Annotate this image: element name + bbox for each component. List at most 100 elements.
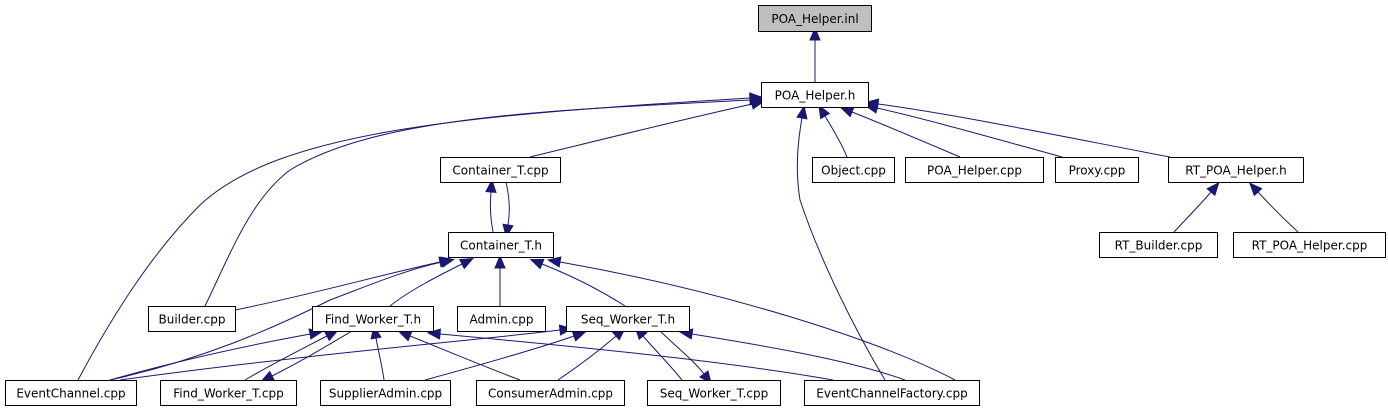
edge-seq_worker_t_h-to-container_t_h (529, 258, 626, 307)
edge-eventchannelfactory_cpp-to-poa_helper_h (796, 104, 886, 381)
node-find-worker-t-h[interactable]: Find_Worker_T.h (312, 306, 434, 332)
edge-container_t_cpp-to-poa_helper_h (529, 98, 765, 158)
edge-find_worker_t_h-to-container_t_h (389, 258, 474, 307)
edge-line (424, 335, 575, 381)
edge-line (824, 115, 848, 158)
edge-find_worker_t_h-to-find_worker_t_cpp (260, 330, 353, 382)
arrowhead-icon (440, 256, 455, 268)
edge-admin_cpp-to-container_t_h (494, 254, 506, 306)
nodes-layer: POA_Helper.inlPOA_Helper.hContainer_T.cp… (5, 5, 1386, 406)
node-label: Find_Worker_T.cpp (173, 387, 283, 401)
node-box[interactable] (647, 380, 781, 406)
node-container-t-h[interactable]: Container_T.h (448, 232, 554, 258)
node-box[interactable] (320, 380, 451, 406)
node-label: Find_Worker_T.h (325, 313, 421, 327)
edge-line (559, 261, 956, 381)
edge-poa_helper_cpp-to-poa_helper_h (839, 106, 961, 158)
node-object-cpp[interactable]: Object.cpp (812, 157, 895, 183)
edge-eventchannelfactory_cpp-to-find_worker_t_h (426, 328, 834, 381)
edge-supplieradmin_cpp-to-seq_worker_t_h (424, 330, 587, 381)
node-rt-poa-helper-cpp[interactable]: RT_POA_Helper.cpp (1233, 232, 1386, 258)
edge-container_t_cpp-to-container_t_h (502, 181, 514, 239)
arrowhead-icon (260, 370, 276, 382)
node-container-t-cpp[interactable]: Container_T.cpp (440, 157, 561, 183)
node-label: RT_POA_Helper.h (1185, 164, 1286, 178)
arrowhead-icon (397, 330, 413, 342)
edge-line (557, 335, 617, 381)
node-box[interactable] (148, 306, 236, 332)
node-box[interactable] (448, 232, 554, 258)
node-box[interactable] (440, 157, 561, 183)
arrowhead-icon (1248, 182, 1263, 197)
edge-line (271, 330, 353, 377)
node-box[interactable] (476, 380, 625, 406)
edge-rt_poa_helper_h-to-poa_helper_h (864, 98, 1171, 158)
node-box[interactable] (804, 380, 980, 406)
node-admin-cpp[interactable]: Admin.cpp (457, 306, 546, 332)
node-seq-worker-t-h[interactable]: Seq_Worker_T.h (566, 306, 690, 332)
node-poa-helper-h[interactable]: POA_Helper.h (761, 82, 869, 108)
arrowhead-icon (546, 256, 562, 268)
edge-line (505, 181, 510, 226)
node-label: Object.cpp (821, 164, 886, 178)
edge-line (1173, 191, 1212, 233)
edge-line (642, 335, 683, 381)
node-box[interactable] (812, 157, 895, 183)
node-eventchannelfactory-cpp[interactable]: EventChannelFactory.cpp (804, 380, 980, 406)
node-consumeradmin-cpp[interactable]: ConsumerAdmin.cpp (476, 380, 625, 406)
node-box[interactable] (1233, 232, 1386, 258)
node-label: POA_Helper.cpp (927, 164, 1022, 178)
node-rt-poa-helper-h[interactable]: RT_POA_Helper.h (1168, 157, 1304, 183)
node-label: ConsumerAdmin.cpp (488, 387, 613, 401)
edge-object_cpp-to-poa_helper_h (818, 104, 848, 158)
node-label: POA_Helper.h (775, 89, 856, 103)
node-seq-worker-t-cpp[interactable]: Seq_Worker_T.cpp (647, 380, 781, 406)
node-label: Admin.cpp (470, 313, 534, 327)
edge-line (204, 99, 751, 307)
node-box[interactable] (457, 306, 546, 332)
node-poa-helper-cpp[interactable]: POA_Helper.cpp (905, 157, 1044, 183)
edge-container_t_h-to-container_t_cpp (485, 178, 497, 233)
node-supplieradmin-cpp[interactable]: SupplierAdmin.cpp (320, 380, 451, 406)
arrowhead-icon (839, 106, 855, 118)
node-label: Seq_Worker_T.h (581, 313, 675, 327)
node-label: SupplierAdmin.cpp (329, 387, 442, 401)
node-box[interactable] (160, 380, 297, 406)
node-label: RT_POA_Helper.cpp (1252, 239, 1368, 253)
node-box[interactable] (566, 306, 690, 332)
node-label: Proxy.cpp (1069, 164, 1126, 178)
edge-line (691, 333, 906, 381)
edge-eventchannelfactory_cpp-to-container_t_h (546, 256, 956, 381)
edge-line (877, 103, 1171, 158)
edge-rt_poa_helper_cpp-to-rt_poa_helper_h (1248, 182, 1299, 233)
arrowhead-icon (494, 254, 506, 269)
edge-line (876, 107, 1063, 158)
node-label: EventChannel.cpp (16, 387, 125, 401)
edge-line (851, 111, 961, 158)
node-label: Container_T.cpp (452, 164, 548, 178)
node-builder-cpp[interactable]: Builder.cpp (148, 306, 236, 332)
node-box[interactable] (761, 82, 869, 108)
node-box[interactable] (312, 306, 434, 332)
edge-line (489, 191, 494, 233)
node-box[interactable] (5, 380, 137, 406)
node-box[interactable] (905, 157, 1044, 183)
edge-line (109, 333, 311, 381)
node-box[interactable] (1168, 157, 1304, 183)
node-rt-builder-cpp[interactable]: RT_Builder.cpp (1099, 232, 1218, 258)
edge-line (409, 335, 521, 381)
edge-line (796, 117, 886, 381)
arrowhead-icon (1206, 181, 1220, 197)
edge-eventchannel_cpp-to-poa_helper_h (77, 92, 764, 381)
node-eventchannel-cpp[interactable]: EventChannel.cpp (5, 380, 137, 406)
node-proxy-cpp[interactable]: Proxy.cpp (1055, 157, 1139, 183)
node-find-worker-t-cpp[interactable]: Find_Worker_T.cpp (160, 380, 297, 406)
edge-line (375, 337, 385, 381)
node-label: EventChannelFactory.cpp (816, 387, 967, 401)
edge-line (541, 263, 626, 307)
edge-poa_helper_h-to-poa_helper_inl (809, 26, 821, 82)
edge-line (439, 333, 834, 381)
node-box[interactable] (1055, 157, 1139, 183)
node-box[interactable] (1099, 232, 1218, 258)
